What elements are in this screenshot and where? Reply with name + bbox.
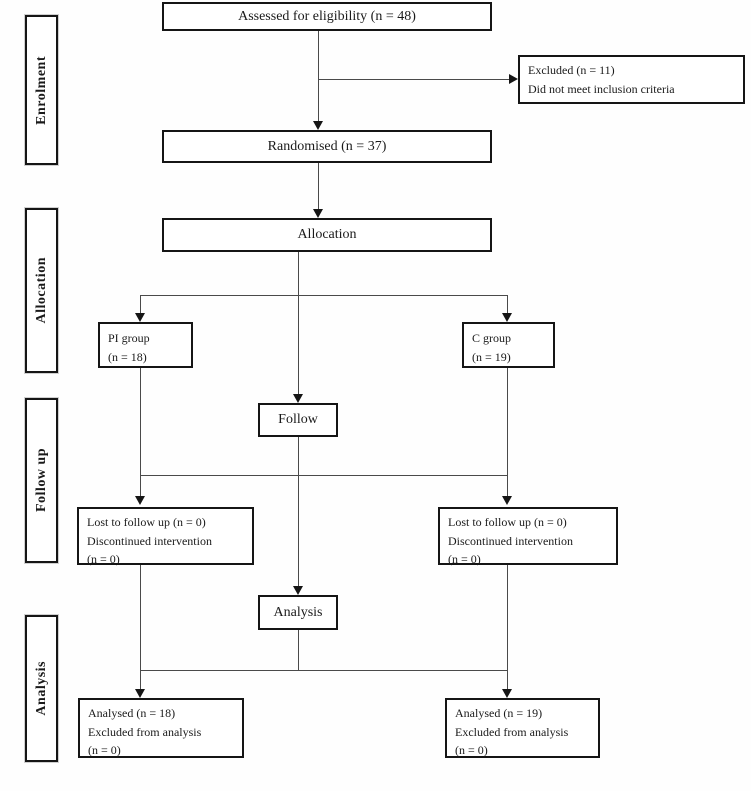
stage-follow-up: Follow up xyxy=(25,398,58,563)
follow-text: Follow xyxy=(278,412,318,427)
stage-analysis: Analysis xyxy=(25,615,58,762)
randomised-box: Randomised (n = 37) xyxy=(162,130,492,163)
pi-group-line2: (n = 18) xyxy=(108,349,147,364)
arrowhead-into-lost-left xyxy=(135,496,145,505)
connector-follow-to-analysis xyxy=(298,437,299,586)
connector-allocation-branch xyxy=(140,295,507,296)
connector-pi-group-down xyxy=(140,368,141,475)
arrowhead-into-excluded xyxy=(509,74,518,84)
analysed-right-line3: (n = 0) xyxy=(455,743,488,758)
analysed-left-line2: Excluded from analysis xyxy=(88,724,202,739)
arrowhead-into-analysed-right xyxy=(502,689,512,698)
excluded-line2: Did not meet inclusion criteria xyxy=(528,81,675,96)
arrowhead-into-c-group xyxy=(502,313,512,322)
connector-to-lost-right xyxy=(507,475,508,496)
connector-randomised-to-allocation xyxy=(318,163,319,209)
c-group-line2: (n = 19) xyxy=(472,349,511,364)
connector-allocation-to-follow xyxy=(298,252,299,394)
arrowhead-into-randomised xyxy=(313,121,323,130)
arrowhead-into-pi-group xyxy=(135,313,145,322)
analysed-left-box: Analysed (n = 18) Excluded from analysis… xyxy=(78,698,244,758)
connector-assessed-to-randomised xyxy=(318,31,319,121)
stage-analysis-label: Analysis xyxy=(33,661,49,716)
pi-group-box: PI group (n = 18) xyxy=(98,322,193,368)
lost-to-follow-up-right-box: Lost to follow up (n = 0) Discontinued i… xyxy=(438,507,618,566)
analysed-left-line3: (n = 0) xyxy=(88,743,121,758)
connector-c-group-down xyxy=(507,368,508,475)
analysed-left-line1: Analysed (n = 18) xyxy=(88,706,176,720)
arrowhead-into-analysis xyxy=(293,586,303,595)
lost-right-line3: (n = 0) xyxy=(448,552,481,567)
arrowhead-into-allocation xyxy=(313,209,323,218)
lost-left-line3: (n = 0) xyxy=(87,552,120,567)
connector-branch-to-pi-group xyxy=(140,295,141,313)
connector-analysis-crossbar xyxy=(140,670,507,671)
analysed-right-box: Analysed (n = 19) Excluded from analysis… xyxy=(445,698,600,758)
connector-followup-crossbar xyxy=(140,475,507,476)
connector-to-lost-left xyxy=(140,475,141,496)
arrowhead-into-lost-right xyxy=(502,496,512,505)
connector-lost-left-down xyxy=(140,565,141,670)
analysis-box: Analysis xyxy=(258,595,338,630)
lost-left-line1: Lost to follow up (n = 0) xyxy=(87,515,206,529)
follow-box: Follow xyxy=(258,403,338,437)
allocation-text: Allocation xyxy=(297,227,357,242)
connector-to-analysed-right xyxy=(507,670,508,689)
arrowhead-into-follow xyxy=(293,394,303,403)
stage-follow-up-label: Follow up xyxy=(33,448,49,513)
analysed-right-line1: Analysed (n = 19) xyxy=(455,706,543,720)
stage-allocation-label: Allocation xyxy=(33,257,49,324)
analysis-text: Analysis xyxy=(273,604,323,620)
lost-right-line2: Discontinued intervention xyxy=(448,533,573,548)
arrowhead-into-analysed-left xyxy=(135,689,145,698)
stage-enrolment: Enrolment xyxy=(25,15,58,165)
connector-to-excluded xyxy=(318,79,509,80)
allocation-box: Allocation xyxy=(162,218,492,252)
assessed-box: Assessed for eligibility (n = 48) xyxy=(162,2,492,31)
excluded-box: Excluded (n = 11) Did not meet inclusion… xyxy=(518,55,745,104)
stage-allocation: Allocation xyxy=(25,208,58,373)
connector-lost-right-down xyxy=(507,565,508,670)
lost-right-line1: Lost to follow up (n = 0) xyxy=(448,515,567,529)
lost-to-follow-up-left-box: Lost to follow up (n = 0) Discontinued i… xyxy=(77,507,254,566)
randomised-text: Randomised (n = 37) xyxy=(267,138,387,154)
c-group-line1: C group xyxy=(472,331,511,345)
pi-group-line1: PI group xyxy=(108,331,150,345)
stage-enrolment-label: Enrolment xyxy=(33,55,49,125)
connector-to-analysed-left xyxy=(140,670,141,689)
analysed-right-line2: Excluded from analysis xyxy=(455,724,569,739)
connector-analysis-down xyxy=(298,630,299,670)
connector-branch-to-c-group xyxy=(507,295,508,313)
c-group-box: C group (n = 19) xyxy=(462,322,555,368)
assessed-text: Assessed for eligibility (n = 48) xyxy=(238,8,416,24)
lost-left-line2: Discontinued intervention xyxy=(87,533,212,548)
excluded-line1: Excluded (n = 11) xyxy=(528,63,615,77)
